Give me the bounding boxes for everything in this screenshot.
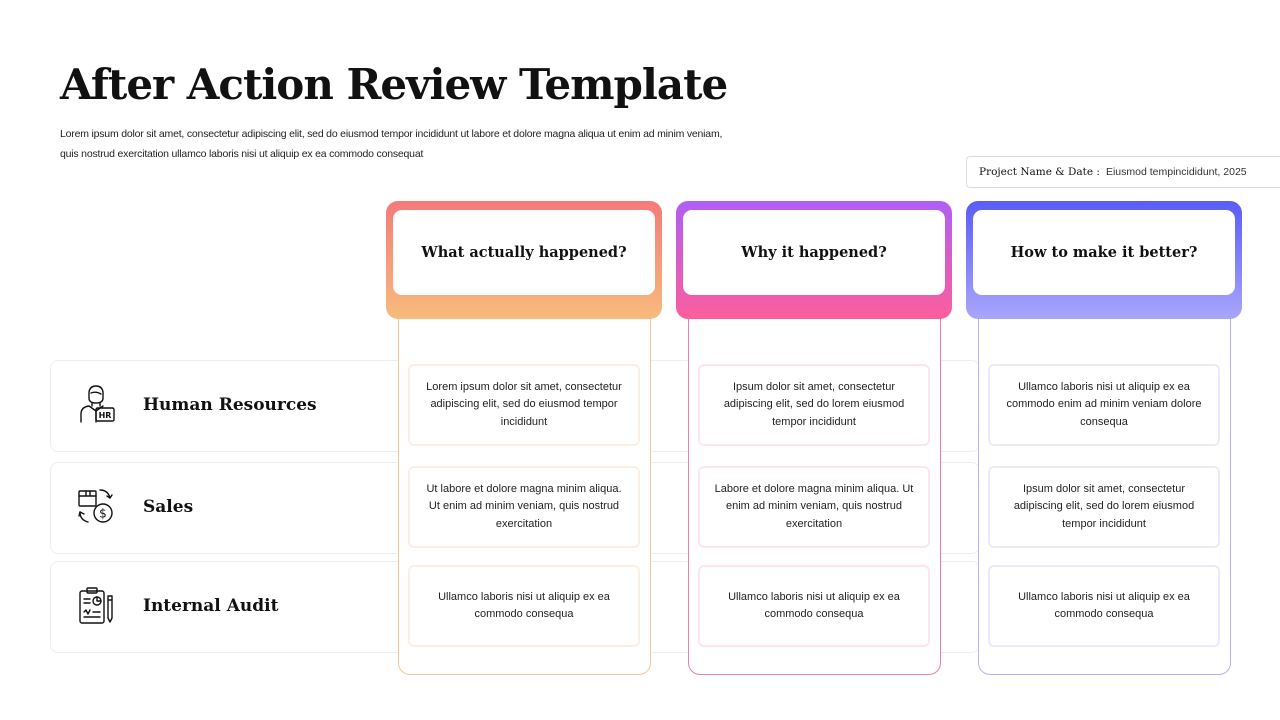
column-header-title: How to make it better? [973,210,1235,295]
cell-better-hr: Ullamco laboris nisi ut aliquip ex ea co… [988,364,1220,446]
cell-better-sales: Ipsum dolor sit amet, consectetur adipis… [988,466,1220,548]
project-label: Project Name & Date : [979,166,1100,178]
column-why-happened-header: Why it happened? [676,201,952,319]
page-title: After Action Review Template [60,60,728,109]
hr-person-icon: HR [80,385,115,423]
cell-better-audit: Ullamco laboris nisi ut aliquip ex ea co… [988,565,1220,647]
cell-why-sales: Labore et dolore magna minim aliqua. Ut … [698,466,930,548]
column-header-title: What actually happened? [393,210,655,295]
page-subtitle: Lorem ipsum dolor sit amet, consectetur … [60,128,723,160]
svg-text:HR: HR [99,411,112,420]
column-make-better-header: How to make it better? [966,201,1242,319]
row-label-human-resources: Human Resources [143,395,317,415]
sales-box-dollar-icon: $ [78,489,113,523]
project-value: Eiusmod tempincididunt, 2025 [1105,166,1247,178]
cell-what-audit: Ullamco laboris nisi ut aliquip ex ea co… [408,565,640,647]
column-what-happened-header: What actually happened? [386,201,662,319]
row-label-sales: Sales [143,497,194,517]
column-header-title: Why it happened? [683,210,945,295]
project-name-date-field[interactable]: Project Name & Date : Eiusmod tempincidi… [966,156,1280,188]
cell-why-hr: Ipsum dolor sit amet, consectetur adipis… [698,364,930,446]
row-label-internal-audit: Internal Audit [143,596,279,616]
svg-text:$: $ [99,507,107,521]
audit-clipboard-icon [79,587,113,624]
cell-what-sales: Ut labore et dolore magna minim aliqua. … [408,466,640,548]
cell-what-hr: Lorem ipsum dolor sit amet, consectetur … [408,364,640,446]
cell-why-audit: Ullamco laboris nisi ut aliquip ex ea co… [698,565,930,647]
